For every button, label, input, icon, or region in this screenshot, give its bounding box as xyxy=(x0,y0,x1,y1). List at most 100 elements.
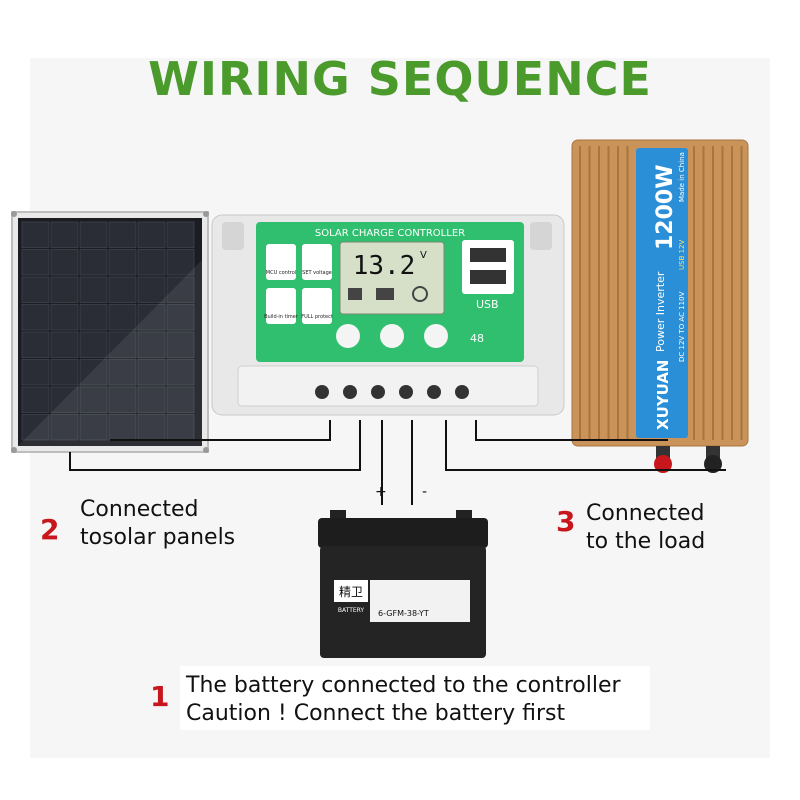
solar-cell xyxy=(21,359,50,386)
step-3-line1: Connected xyxy=(586,501,705,526)
inverter-heatsink-ribs xyxy=(579,146,743,440)
step-2-text: Connected tosolar panels xyxy=(80,496,235,552)
solar-cell xyxy=(79,331,108,358)
wires xyxy=(69,420,726,505)
terminal-load-plus xyxy=(427,385,441,399)
controller-model: 48 xyxy=(470,332,484,345)
solar-cell xyxy=(50,249,79,276)
inverter-origin: Made in China xyxy=(678,152,686,202)
inverter-spec: DC 12V TO AC 110V xyxy=(678,291,686,362)
solar-cell xyxy=(166,414,195,441)
terminal-pv-minus xyxy=(343,385,357,399)
wire-load-negative xyxy=(445,420,726,471)
solar-cell xyxy=(166,386,195,413)
charge-controller: SOLAR CHARGE CONTROLLER MCU control SET … xyxy=(211,214,565,416)
solar-cell xyxy=(137,331,166,358)
wire-pv-negative xyxy=(69,420,361,471)
inverter-negative-terminal xyxy=(704,455,722,473)
solar-cell xyxy=(108,331,137,358)
solar-cell xyxy=(50,276,79,303)
solar-cell xyxy=(50,331,79,358)
solar-cell xyxy=(137,386,166,413)
inverter-positive-terminal xyxy=(654,455,672,473)
inverter-power: 1200W xyxy=(653,165,678,251)
controller-btn-set: SET voltage xyxy=(302,270,332,276)
solar-cell xyxy=(50,386,79,413)
terminal-load-minus xyxy=(455,385,469,399)
solar-cell xyxy=(21,304,50,331)
solar-cell xyxy=(21,414,50,441)
down-button xyxy=(424,324,448,348)
usb-label: USB xyxy=(476,298,499,311)
solar-cell xyxy=(50,359,79,386)
solar-cell xyxy=(166,221,195,248)
battery-logo xyxy=(334,580,368,602)
timer-icon xyxy=(266,288,296,324)
battery-label xyxy=(370,580,470,622)
step-1-text: The battery connected to the controller … xyxy=(186,672,621,728)
step-2-number: 2 xyxy=(40,513,60,546)
step-3-line2: to the load xyxy=(586,529,706,554)
solar-cell xyxy=(108,221,137,248)
lcd-value: 13.2 xyxy=(353,251,416,281)
lcd-battery-icon xyxy=(376,288,394,300)
solar-cell xyxy=(166,249,195,276)
solar-cell xyxy=(79,249,108,276)
lcd-bulb-icon xyxy=(412,286,428,302)
solar-cell xyxy=(21,249,50,276)
step-1-line1: The battery connected to the controller xyxy=(186,673,621,698)
menu-button xyxy=(336,324,360,348)
solar-panel xyxy=(11,211,209,453)
controller-header: SOLAR CHARGE CONTROLLER xyxy=(315,228,465,239)
solar-cell xyxy=(79,359,108,386)
solar-cell xyxy=(137,359,166,386)
mcu-control-icon xyxy=(266,244,296,280)
solar-cell xyxy=(137,249,166,276)
solar-cell xyxy=(166,331,195,358)
battery-plus-sign: + xyxy=(375,484,387,500)
solar-cell xyxy=(79,386,108,413)
inverter-product: Power Inverter xyxy=(654,271,667,352)
solar-cell xyxy=(21,331,50,358)
up-button xyxy=(380,324,404,348)
solar-cell xyxy=(166,304,195,331)
terminal-pv-plus xyxy=(315,385,329,399)
solar-cell xyxy=(79,414,108,441)
battery-brand-en: BATTERY xyxy=(338,607,365,614)
lcd-panel-icon xyxy=(348,288,362,300)
solar-cell xyxy=(21,221,50,248)
solar-cell xyxy=(166,359,195,386)
controller-btn-full: FULL protect xyxy=(301,314,333,320)
set-voltage-icon xyxy=(302,244,332,280)
step-1-box xyxy=(180,666,650,730)
solar-cell xyxy=(50,414,79,441)
lcd-screen xyxy=(339,241,445,315)
solar-cell xyxy=(137,221,166,248)
step-3-number: 3 xyxy=(556,505,576,538)
solar-cell xyxy=(79,276,108,303)
solar-cell xyxy=(108,249,137,276)
terminal-bat-plus xyxy=(371,385,385,399)
solar-cell xyxy=(21,386,50,413)
controller-btn-timer: Build-in timer xyxy=(264,314,299,320)
step-2-line1: Connected xyxy=(80,497,199,522)
battery-model: 6-GFM-38-YT xyxy=(378,609,429,618)
solar-cell xyxy=(50,304,79,331)
battery-brand-cn: 精卫 xyxy=(339,585,363,599)
wire-load-positive xyxy=(475,420,668,441)
solar-cells xyxy=(21,221,195,441)
solar-cell xyxy=(108,386,137,413)
solar-cell xyxy=(108,304,137,331)
solar-cell xyxy=(108,276,137,303)
battery-minus-sign: - xyxy=(422,484,427,500)
step-3-text: Connected to the load xyxy=(586,500,705,556)
solar-cell xyxy=(108,414,137,441)
battery: 精卫 BATTERY 6-GFM-38-YT xyxy=(318,510,488,658)
inverter-usb: USB 12V xyxy=(678,239,686,270)
inverter-brand: XUYUAN xyxy=(654,360,672,431)
step-1-number: 1 xyxy=(150,680,170,713)
wire-pv-positive xyxy=(110,420,331,441)
solar-cell xyxy=(50,221,79,248)
solar-cell xyxy=(79,304,108,331)
